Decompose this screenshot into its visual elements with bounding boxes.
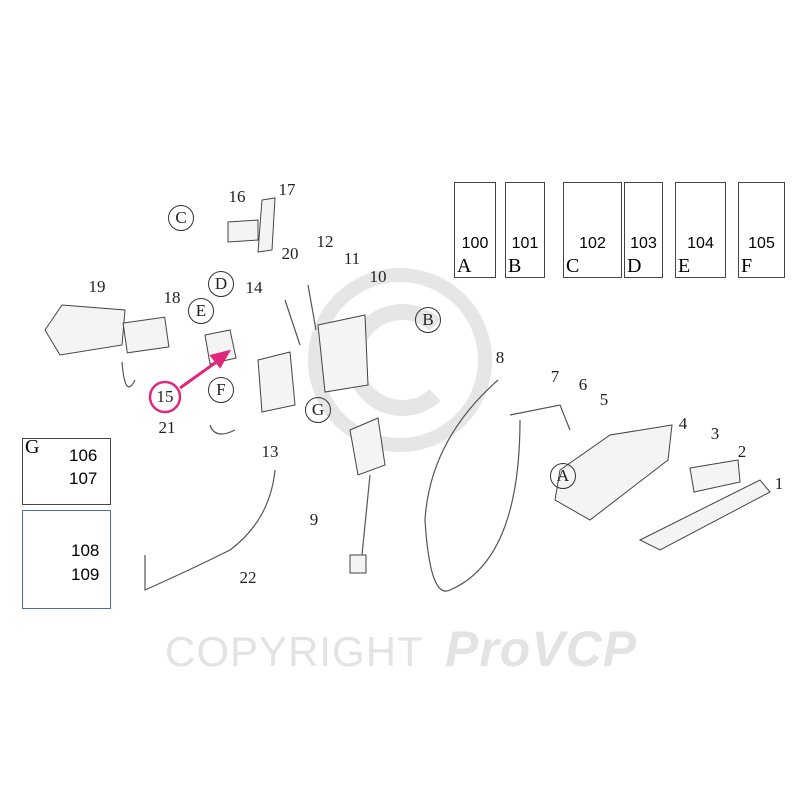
part-2-cap: [689, 459, 741, 493]
fastener-box-103: 103 D: [624, 182, 663, 278]
part-21-strap: [121, 361, 136, 388]
part-21-strap-b: [209, 424, 236, 435]
part-9-connector: [349, 554, 367, 574]
callout-14: 14: [245, 278, 263, 297]
g-fastener-box: G 106 107: [22, 436, 111, 505]
callout-19: 19: [88, 277, 106, 296]
fastener-number: 101: [511, 235, 539, 252]
pin-box-number-109: 109: [71, 565, 100, 584]
fastener-letter: D: [627, 255, 642, 277]
callout-2: 2: [737, 442, 747, 461]
callout-9: 9: [309, 510, 319, 529]
callout-4: 4: [678, 414, 688, 433]
watermark-copyright-text: COPYRIGHT: [165, 628, 424, 675]
letter-callout-a: A: [550, 463, 576, 489]
g-box-number-107: 107: [69, 469, 98, 488]
fastener-letter: F: [741, 255, 753, 277]
callout-1: 1: [774, 474, 784, 493]
part-4-handle-base: [554, 424, 673, 521]
watermark-brand: ProVCP: [445, 621, 638, 677]
part-12-spring: [307, 284, 317, 331]
fastener-number: 100: [461, 235, 489, 252]
letter-callout-g: G: [305, 397, 331, 423]
fastener-number: 103: [630, 235, 657, 252]
highlight-arrow: [179, 349, 232, 390]
fastener-letter: E: [678, 255, 691, 277]
fastener-number: 104: [687, 235, 714, 252]
letter-callout-d: D: [208, 271, 234, 297]
pin-box-number-108: 108: [71, 541, 100, 560]
callout-10: 10: [369, 267, 387, 286]
part-9-wire: [361, 474, 371, 556]
g-box-number-106: 106: [69, 446, 98, 465]
part-8-cable: [424, 379, 521, 592]
letter-callout-f: F: [208, 377, 234, 403]
letter-callout-b: B: [415, 307, 441, 333]
callout-13: 13: [261, 442, 279, 461]
callout-15-highlighted: 15: [156, 387, 174, 406]
part-1-outer-handle: [638, 479, 771, 551]
callout-3: 3: [710, 424, 720, 443]
part-13-bracket: [257, 351, 296, 413]
g-box-letter: G: [25, 436, 40, 458]
callout-21: 21: [158, 418, 176, 437]
part-10-latch: [317, 314, 369, 393]
letter-callout-c: C: [168, 205, 194, 231]
fastener-box-100: 100 A: [454, 182, 496, 278]
part-7-rod: [509, 404, 571, 431]
fastener-number: 102: [579, 235, 606, 252]
callout-11: 11: [343, 249, 361, 268]
fastener-number: 105: [748, 235, 775, 252]
highlight-circle: [148, 380, 182, 414]
letter-callout-e: E: [188, 298, 214, 324]
pin-box: 108 109: [22, 510, 111, 609]
part-22-cable: [144, 469, 276, 591]
fastener-box-104: 104 E: [675, 182, 726, 278]
callout-6: 6: [578, 375, 588, 394]
fastener-letter: A: [457, 255, 472, 277]
fastener-box-101: 101 B: [505, 182, 545, 278]
callout-22: 22: [239, 568, 257, 587]
callout-20: 20: [281, 244, 299, 263]
part-20-spring: [284, 299, 301, 346]
fastener-box-105: 105 F: [738, 182, 785, 278]
part-18-cover: [122, 316, 170, 354]
callout-12: 12: [316, 232, 334, 251]
part-9-actuator: [349, 417, 386, 476]
part-17-plate: [257, 197, 276, 253]
callout-8: 8: [495, 348, 505, 367]
fastener-box-102: 102 C: [563, 182, 622, 278]
callout-7: 7: [550, 367, 560, 386]
fastener-letter: B: [508, 255, 522, 277]
callout-5: 5: [599, 390, 609, 409]
part-16-bracket: [227, 219, 259, 243]
part-19-handle: [44, 304, 126, 356]
callout-18: 18: [163, 288, 181, 307]
fastener-letter: C: [566, 255, 580, 277]
callout-16: 16: [228, 187, 246, 206]
callout-17: 17: [278, 180, 296, 199]
